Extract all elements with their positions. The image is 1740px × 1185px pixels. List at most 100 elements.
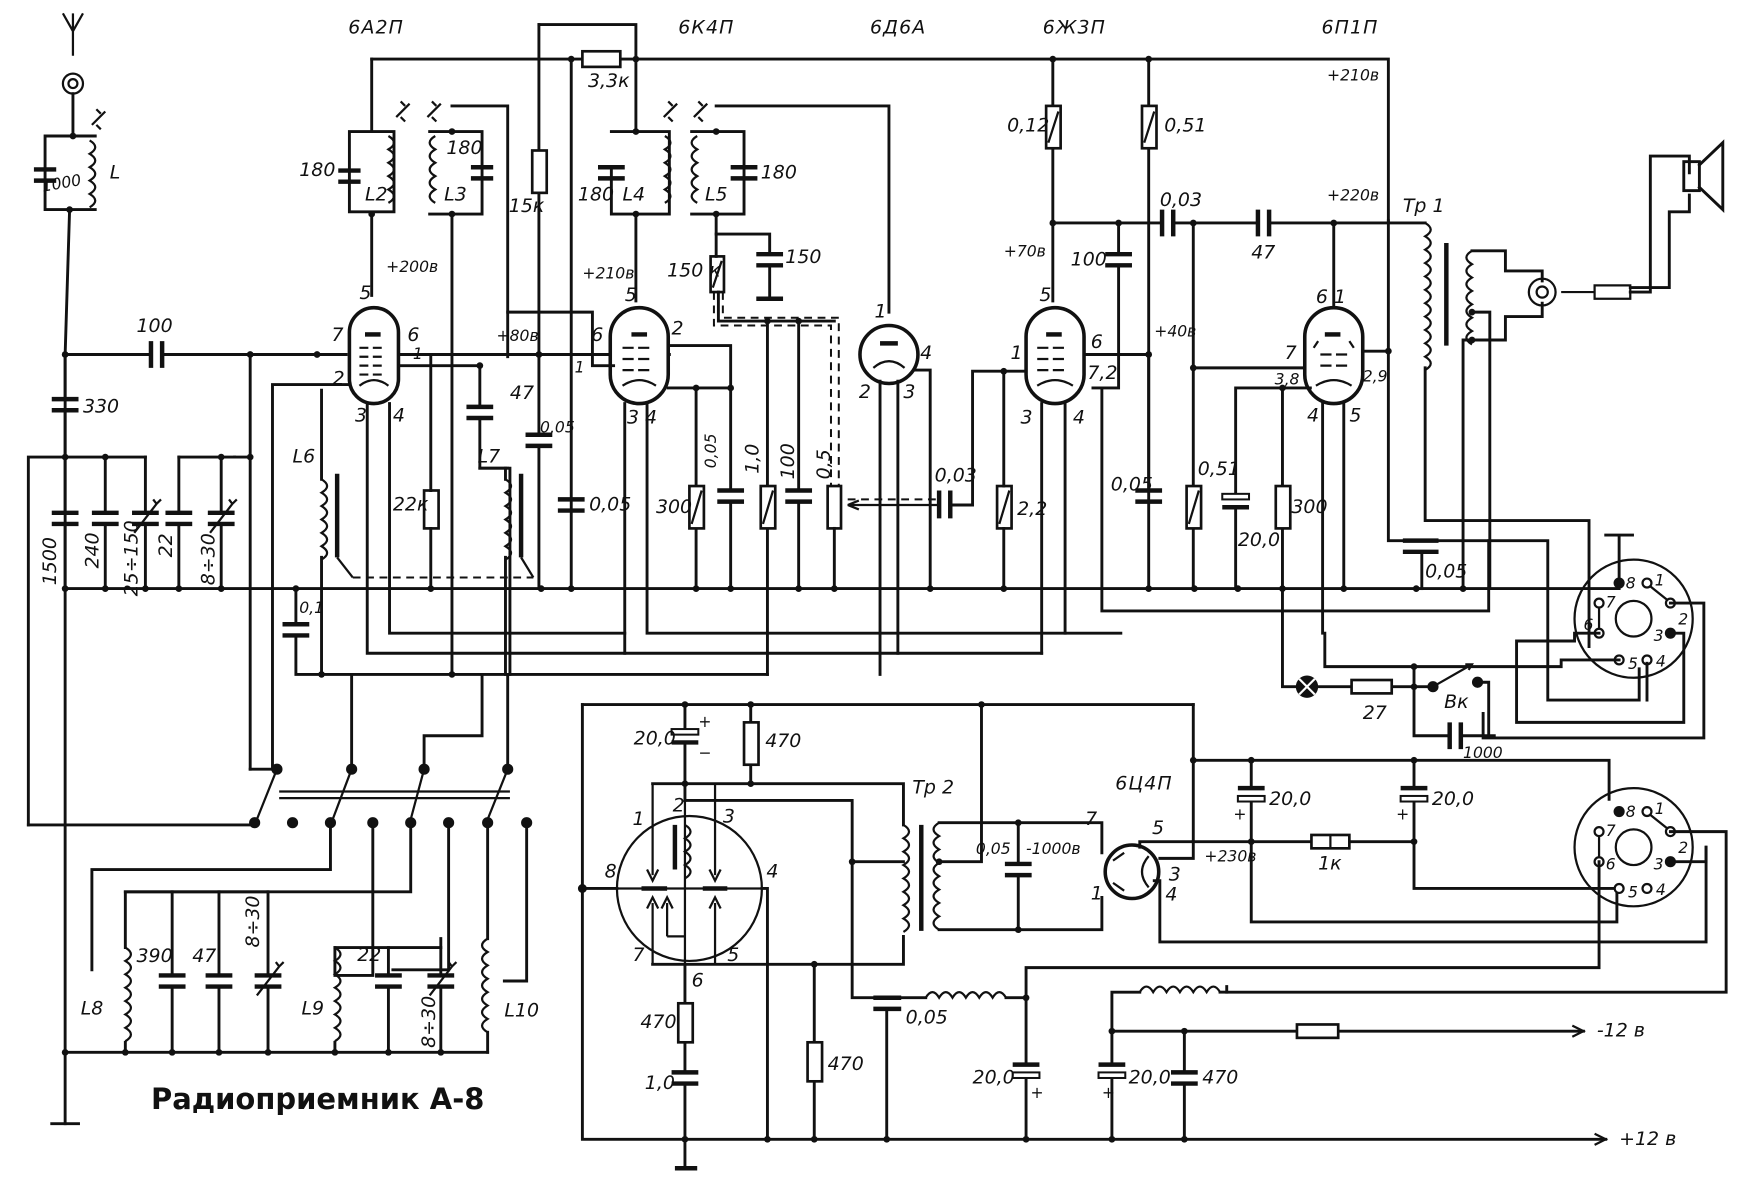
label-c-390: 390: [136, 945, 172, 967]
pin-label: 2: [673, 795, 685, 817]
pin-label: 4: [766, 860, 778, 882]
label-c-330: 330: [83, 395, 119, 417]
label-c-L5-180: 180: [761, 161, 797, 183]
inductor-L6: [319, 478, 329, 561]
label-L6: L6: [293, 446, 316, 468]
voltage-plus12: +12 в: [1619, 1128, 1676, 1150]
label-r-051-b: 0,51: [1198, 458, 1240, 480]
pin-label: 6: [407, 324, 419, 346]
voltage-minus12: -12 в: [1597, 1020, 1645, 1042]
label-c-1-0: 1,0: [645, 1072, 675, 1094]
label-c-L4-180: 180: [578, 184, 614, 206]
label-c-22: 22: [155, 533, 177, 557]
label-c-20-f: 20,0: [1129, 1067, 1171, 1089]
svg-text:+: +: [1233, 805, 1246, 823]
label-c-20-d: 20,0: [1432, 788, 1474, 810]
label-switch-vk: Вк: [1444, 691, 1469, 713]
inductor-L: [87, 139, 97, 209]
label-c-1500: 1500: [39, 537, 61, 585]
label-L2: L2: [365, 184, 388, 206]
label-L3: L3: [444, 184, 467, 206]
label-c-005-a: 0,05: [540, 419, 575, 437]
pin-label: 1: [1655, 800, 1665, 818]
voltage-210-a: +210в: [582, 265, 634, 283]
voltage-80: +80в: [497, 327, 539, 345]
label-c-003-b: 0,03: [1160, 189, 1202, 211]
pin-label: 5: [727, 944, 739, 966]
label-c-005-d: 0,05: [1111, 473, 1153, 495]
label-c-20-e: 20,0: [973, 1067, 1015, 1089]
pin-label: 3,8: [1275, 371, 1300, 389]
label-c-47-c: 47: [192, 945, 216, 967]
pin-label: 3: [355, 404, 367, 426]
pin-label: 8: [605, 860, 617, 882]
label-r-470-b: 470: [640, 1011, 676, 1033]
tube-6k4p: [608, 305, 671, 406]
label-c-47-a: 47: [510, 382, 534, 404]
label-r-22k: 22к: [393, 494, 429, 516]
label-pot-0-5: 0,5: [813, 449, 835, 479]
pin-label: 6: [591, 324, 603, 346]
pin-label: 5: [1349, 404, 1361, 426]
pin-label: 4: [1073, 407, 1085, 429]
pin-label: 7: [1285, 342, 1297, 364]
pin-label: 2: [1678, 610, 1688, 628]
svg-text:+: +: [698, 713, 711, 731]
label-tr2: Тр 2: [912, 777, 954, 799]
tube-label-6ts4p: 6Ц4П: [1115, 772, 1173, 794]
pin-label: 1: [1010, 342, 1022, 364]
pin-label: 3: [903, 381, 915, 403]
voltage-200: +200в: [386, 258, 438, 276]
label-c-8-30-a: 8÷30: [198, 533, 220, 585]
pin-label: 3: [1654, 627, 1664, 645]
choke-1: [924, 991, 1007, 1000]
label-L: L: [110, 161, 121, 183]
label-c-150: 150: [785, 246, 821, 268]
pin-label: 5: [625, 284, 637, 306]
pin-label: 2,9: [1363, 367, 1388, 385]
label-c-ant-1000: 1000: [40, 171, 82, 196]
pin-label: 7: [1606, 594, 1616, 612]
label-c-01: 0,1: [299, 599, 324, 617]
inductor-L7: [503, 478, 513, 561]
pin-label: 1: [874, 301, 886, 323]
pin-label: 5: [359, 282, 371, 304]
pin-label: 2: [1678, 839, 1688, 857]
tube-label-6p1p: 6П1П: [1321, 16, 1378, 38]
band-switch[interactable]: [249, 763, 533, 829]
label-L9: L9: [301, 997, 324, 1019]
pin-label: 8: [1626, 575, 1636, 593]
power-switch[interactable]: [1427, 663, 1484, 693]
power-socket-lower: [1573, 787, 1694, 908]
choke-2: [1138, 985, 1221, 995]
label-r-1k: 1к: [1318, 853, 1342, 875]
pin-label: 4: [1307, 404, 1319, 426]
pin-label: 4: [920, 342, 932, 364]
label-c-1000-b: 1000: [1463, 744, 1503, 762]
label-r-300-b: 300: [1291, 496, 1327, 518]
pin-label: 2: [333, 368, 345, 390]
label-r-27: 27: [1363, 702, 1387, 724]
pin-label: 6 1: [1316, 286, 1346, 308]
label-r-1-0: 1,0: [742, 444, 764, 474]
pin-label: 2: [672, 317, 684, 339]
label-r-3-3k: 3,3к: [588, 70, 630, 92]
pin-label: 7: [1085, 808, 1097, 830]
pin-label: 6: [1091, 331, 1103, 353]
label-c-005-f: 0,05: [976, 840, 1011, 858]
label-c-003-a: 0,03: [935, 465, 977, 487]
pin-label: 7: [332, 324, 344, 346]
pilot-lamp-icon: [1295, 675, 1319, 698]
power-socket-upper: [1573, 558, 1694, 679]
pin-label: 1: [575, 358, 585, 376]
label-r-012: 0,12: [1007, 115, 1049, 137]
pin-label: 5: [1628, 883, 1638, 901]
pin-label: 4: [1656, 653, 1666, 671]
pin-label: 7,2: [1087, 362, 1117, 384]
label-c-47-b: 47: [1251, 242, 1275, 264]
label-L7: L7: [478, 446, 501, 468]
label-L5: L5: [705, 184, 728, 206]
label-L4: L4: [623, 184, 646, 206]
output-jack-icon: [1527, 277, 1557, 307]
label-c-25-150: 25÷150: [121, 520, 143, 596]
